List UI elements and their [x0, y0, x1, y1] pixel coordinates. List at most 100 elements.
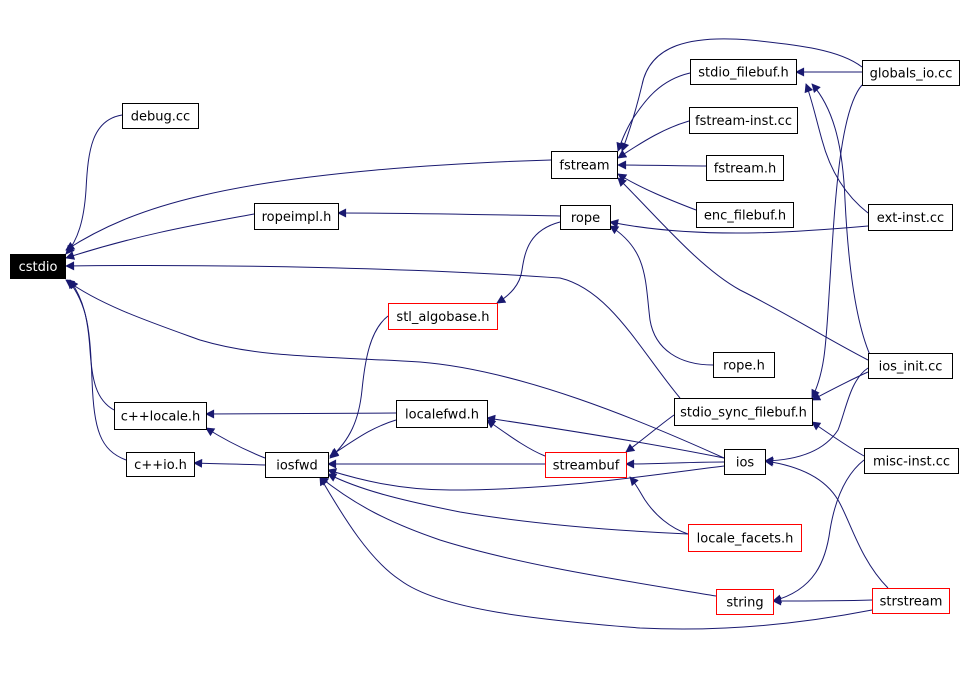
node-rope-h[interactable]: rope.h	[713, 352, 775, 378]
edge-misc-inst-cc-to-stdio-sync-filebuf-h	[811, 421, 865, 457]
node-box	[862, 60, 960, 86]
node-label: fstream	[559, 159, 609, 174]
node-stl-algobase-h[interactable]: stl_algobase.h	[388, 303, 498, 330]
edge-globals-io-cc-to-fstream	[620, 38, 863, 152]
node-label: strstream	[880, 595, 943, 610]
node-box	[696, 202, 794, 228]
edge-strstream-to-string	[772, 596, 873, 606]
node-label: iosfwd	[276, 459, 318, 474]
node-ios-init-cc[interactable]: ios_init.cc	[868, 353, 953, 379]
edge-stdio-filebuf-h-to-fstream	[616, 72, 691, 152]
node-label: globals_io.cc	[870, 67, 953, 82]
edges-layer	[65, 38, 889, 630]
node-box	[713, 352, 775, 378]
node-iosfwd[interactable]: iosfwd	[265, 452, 329, 478]
edge-rope-to-ropeimpl-h	[337, 208, 561, 218]
edge-fstream-to-cstdio	[65, 159, 552, 251]
node-fstream-inst-cc[interactable]: fstream-inst.cc	[689, 107, 798, 134]
edge-stl-algobase-h-to-iosfwd	[329, 315, 389, 459]
node-label: c++locale.h	[121, 410, 201, 425]
node-stdio-filebuf-h[interactable]: stdio_filebuf.h	[690, 59, 797, 85]
edge-misc-inst-cc-to-string	[772, 459, 865, 604]
node-box	[10, 254, 66, 279]
edge-cpplocale-h-to-cstdio	[69, 279, 115, 411]
edge-ios-to-streambuf	[625, 459, 725, 469]
node-box	[122, 103, 199, 129]
node-stdio-sync-filebuf-h[interactable]: stdio_sync_filebuf.h	[674, 398, 813, 426]
edge-streambuf-to-localefwd-h	[486, 419, 546, 457]
nodes-layer: cstdio debug.cc fstream stdio_filebuf.hfstr…	[10, 59, 960, 615]
node-label: rope.h	[723, 359, 765, 374]
node-box	[868, 204, 953, 231]
node-box	[396, 400, 488, 428]
node-fstream-h[interactable]: fstream.h	[706, 155, 784, 181]
edge-ios-init-cc-to-stdio-sync-filebuf-h	[811, 371, 869, 401]
node-localefwd-h[interactable]: localefwd.h	[396, 400, 488, 428]
node-label: ext-inst.cc	[877, 211, 944, 226]
node-label: debug.cc	[131, 110, 190, 125]
node-label: cstdio	[19, 260, 58, 275]
node-label: fstream-inst.cc	[695, 114, 792, 129]
node-box	[690, 59, 797, 85]
node-misc-inst-cc[interactable]: misc-inst.cc	[864, 448, 959, 474]
node-locale-facets-h[interactable]: locale_facets.h	[688, 524, 802, 552]
node-label: localefwd.h	[405, 408, 479, 423]
node-ext-inst-cc[interactable]: ext-inst.cc	[868, 204, 953, 231]
node-box	[864, 448, 959, 474]
node-box	[545, 452, 627, 478]
node-enc-filebuf-h[interactable]: enc_filebuf.h	[696, 202, 794, 228]
node-box	[254, 203, 339, 230]
node-box	[265, 452, 329, 478]
node-box	[388, 303, 498, 330]
edge-rope-h-to-rope	[609, 225, 714, 366]
edge-locale-facets-h-to-iosfwd	[327, 473, 689, 535]
edge-debug-cc-to-cstdio	[65, 114, 123, 255]
edge-ios-init-cc-to-stdio-filebuf-h	[811, 83, 871, 356]
node-label: enc_filebuf.h	[704, 209, 786, 224]
edge-ios-to-iosfwd	[327, 465, 725, 491]
node-strstream[interactable]: strstream	[872, 588, 950, 614]
node-ropeimpl-h[interactable]: ropeimpl.h	[254, 203, 339, 230]
node-label: string	[726, 596, 763, 611]
node-ios[interactable]: ios	[724, 449, 766, 475]
node-fstream[interactable]: fstream	[551, 151, 618, 179]
edge-iosfwd-to-cppio-h	[193, 458, 266, 468]
node-cppio-h[interactable]: c++io.h	[126, 452, 195, 477]
edge-fstream-inst-cc-to-fstream	[617, 120, 690, 159]
edge-localefwd-h-to-iosfwd	[329, 419, 397, 457]
node-box	[560, 205, 611, 230]
edge-ios-init-cc-to-fstream	[617, 177, 869, 361]
edge-stdio-sync-filebuf-h-to-streambuf	[625, 414, 675, 453]
edge-stdio-sync-filebuf-h-to-cstdio	[65, 261, 681, 399]
node-rope[interactable]: rope	[560, 205, 611, 230]
node-box	[689, 107, 798, 134]
node-string[interactable]: string	[716, 589, 774, 615]
node-cpplocale-h[interactable]: c++locale.h	[114, 402, 207, 430]
node-debug-cc[interactable]: debug.cc	[122, 103, 199, 129]
node-streambuf[interactable]: streambuf	[545, 452, 627, 478]
node-label: stdio_sync_filebuf.h	[680, 406, 807, 421]
edge-string-to-iosfwd	[319, 476, 717, 597]
edge-cppio-h-to-cstdio	[67, 279, 127, 461]
edge-ext-inst-cc-to-rope	[609, 219, 869, 234]
node-box	[716, 589, 774, 615]
node-label: ropeimpl.h	[262, 210, 332, 225]
edge-enc-filebuf-h-to-fstream	[617, 173, 697, 211]
node-cstdio[interactable]: cstdio	[10, 254, 66, 279]
edge-ext-inst-cc-to-stdio-filebuf-h	[804, 83, 869, 214]
edge-iosfwd-to-cpplocale-h	[205, 427, 266, 459]
node-box	[551, 151, 618, 179]
node-label: misc-inst.cc	[873, 455, 950, 470]
node-label: ios	[736, 456, 755, 471]
edge-ios-to-cstdio	[65, 279, 725, 459]
edge-ropeimpl-h-to-cstdio	[65, 213, 255, 260]
edge-fstream-h-to-fstream	[617, 160, 707, 170]
node-box	[706, 155, 784, 181]
node-box	[724, 449, 766, 475]
node-box	[868, 353, 953, 379]
edge-ios-init-cc-to-ios	[764, 367, 869, 466]
edge-ios-to-localefwd-h	[486, 414, 725, 459]
node-label: rope	[571, 211, 600, 226]
edge-globals-io-cc-to-stdio-sync-filebuf-h	[811, 84, 863, 399]
node-globals-io-cc[interactable]: globals_io.cc	[862, 60, 960, 86]
